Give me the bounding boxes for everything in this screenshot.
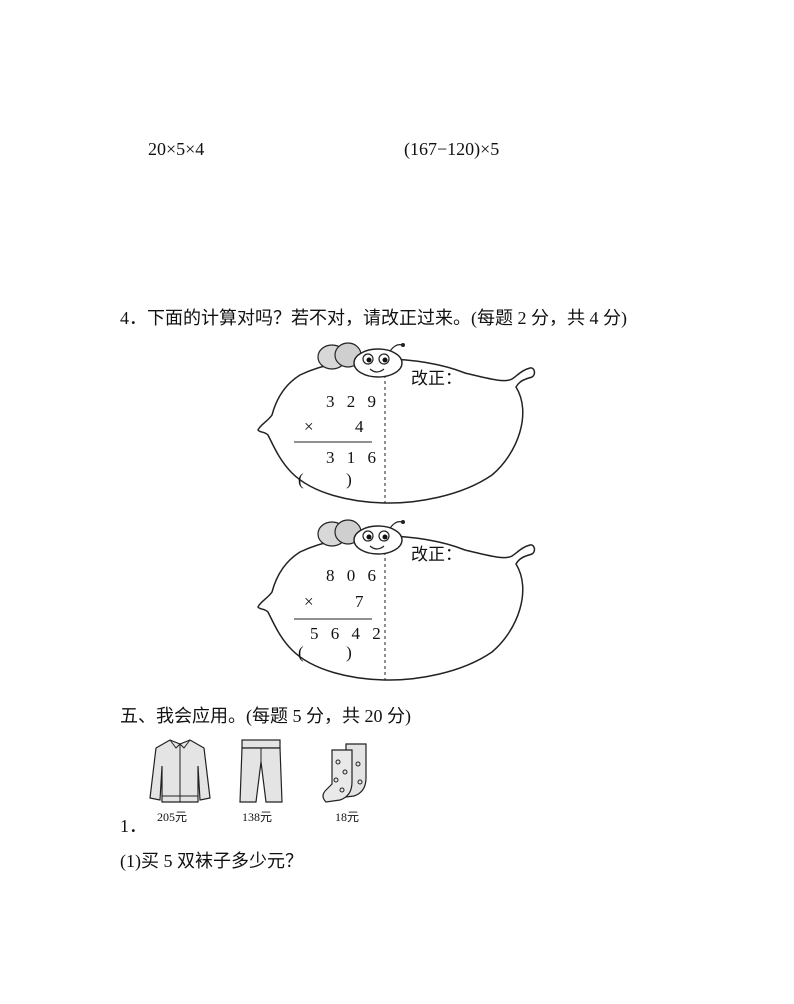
leaf-card-2 [250,512,550,687]
leaf-card-1 [250,335,550,510]
jacket-item [146,736,214,806]
multiplicand-2: 8 0 6 [326,566,380,585]
multiplier-2: 7 [355,592,364,611]
product-1: 3 1 6 [326,448,380,467]
answer-blank-1[interactable]: ( ) [298,470,352,489]
multiplier-1: 4 [355,417,364,436]
problem-number: 1． [120,816,147,836]
leaf-outline-1 [257,342,536,504]
caterpillar-icon-2 [317,519,405,555]
leaf-outline-2 [257,519,536,681]
multiplicand-1: 3 2 9 [326,392,380,411]
question-4-heading: 4．下面的计算对吗？若不对，请改正过来。(每题 2 分，共 4 分) [120,308,627,328]
times-sign-2: × [304,592,314,611]
jacket-price: 205元 [157,810,188,824]
pants-icon [239,739,283,803]
jacket-icon [149,739,211,803]
expression-left: 20×5×4 [148,139,205,159]
correction-label-1: 改正： [411,369,462,388]
caterpillar-icon-1 [317,342,405,378]
correction-label-2: 改正： [411,545,462,564]
sub-question-1: (1)买 5 双袜子多少元？ [120,851,303,871]
pants-price: 138元 [242,810,273,824]
socks-item [320,742,376,804]
socks-price: 18元 [335,810,360,824]
times-sign-1: × [304,417,314,436]
pants-item [236,738,286,806]
product-2: 5 6 4 2 [310,624,385,643]
answer-blank-2[interactable]: ( ) [298,643,352,662]
expression-right: (167−120)×5 [404,139,500,159]
socks-icon [322,743,367,803]
section-5-heading: 五、我会应用。(每题 5 分，共 20 分) [120,706,411,726]
